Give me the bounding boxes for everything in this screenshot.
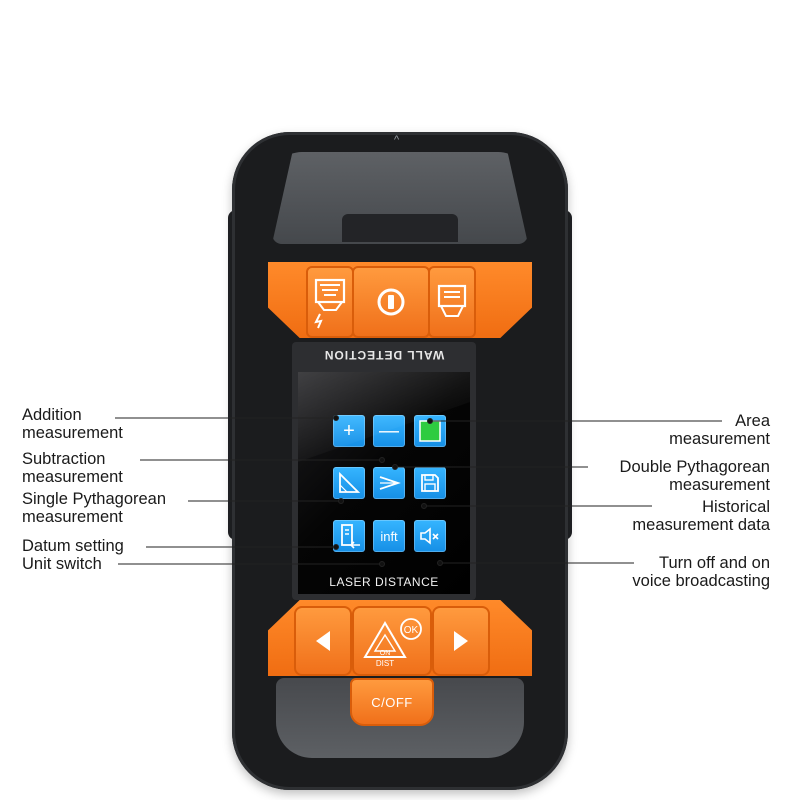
device-sensor-slot	[342, 214, 458, 242]
datum-setting-tile[interactable]	[333, 520, 365, 552]
callout-subtraction: Subtraction measurement	[22, 450, 123, 486]
callout-area: Area measurement	[669, 412, 770, 448]
laser-measure-icon: OK ON DIST	[363, 618, 422, 668]
save-icon	[421, 474, 439, 492]
callout-single-pythagorean: Single Pythagorean measurement	[22, 490, 167, 526]
callout-addition: Addition measurement	[22, 406, 123, 442]
single-pythagorean-tile[interactable]	[333, 467, 365, 499]
callout-double-pythagorean: Double Pythagorean measurement	[619, 458, 770, 494]
callout-datum-setting: Datum setting	[22, 537, 124, 555]
wall-detection-label: WALL DETECTION	[323, 348, 445, 362]
metal-scan-icon	[437, 284, 467, 317]
callout-voice-broadcasting: Turn off and on voice broadcasting	[632, 554, 770, 590]
addition-tile[interactable]: +	[333, 415, 365, 447]
wall-mode-button[interactable]	[306, 266, 354, 338]
wall-scan-icon	[314, 278, 346, 329]
arrow-right-icon	[454, 631, 468, 651]
square-area-icon	[419, 420, 441, 442]
double-triangle-icon	[379, 476, 401, 490]
dist-text: DIST	[376, 659, 394, 668]
datum-icon	[341, 524, 360, 549]
ok-text: OK	[404, 625, 419, 636]
on-text: ON	[380, 650, 391, 657]
right-arrow-button[interactable]	[432, 606, 490, 676]
metal-mode-button[interactable]	[428, 266, 476, 338]
double-pythagorean-tile[interactable]	[373, 467, 405, 499]
area-tile[interactable]	[414, 415, 446, 447]
subtraction-tile[interactable]: —	[373, 415, 405, 447]
callout-unit-switch: Unit switch	[22, 555, 102, 573]
power-button[interactable]	[352, 266, 430, 338]
callout-historical-data: Historical measurement data	[632, 498, 770, 534]
laser-distance-label: LASER DISTANCE	[329, 575, 439, 589]
unit-switch-tile[interactable]: inft	[373, 520, 405, 552]
caret-up-icon: ^	[394, 134, 400, 146]
unit-switch-text: inft	[380, 528, 398, 544]
left-arrow-button[interactable]	[294, 606, 352, 676]
arrow-left-icon	[316, 631, 330, 651]
plus-icon: +	[343, 420, 355, 442]
voice-toggle-tile[interactable]	[414, 520, 446, 552]
speaker-mute-icon	[420, 527, 439, 545]
ok-measure-button[interactable]: OK ON DIST	[352, 606, 432, 676]
clear-off-button[interactable]: C/OFF	[350, 678, 434, 726]
minus-icon: —	[379, 420, 399, 442]
power-icon	[377, 288, 405, 316]
triangle-icon	[339, 471, 361, 493]
history-tile[interactable]	[414, 467, 446, 499]
